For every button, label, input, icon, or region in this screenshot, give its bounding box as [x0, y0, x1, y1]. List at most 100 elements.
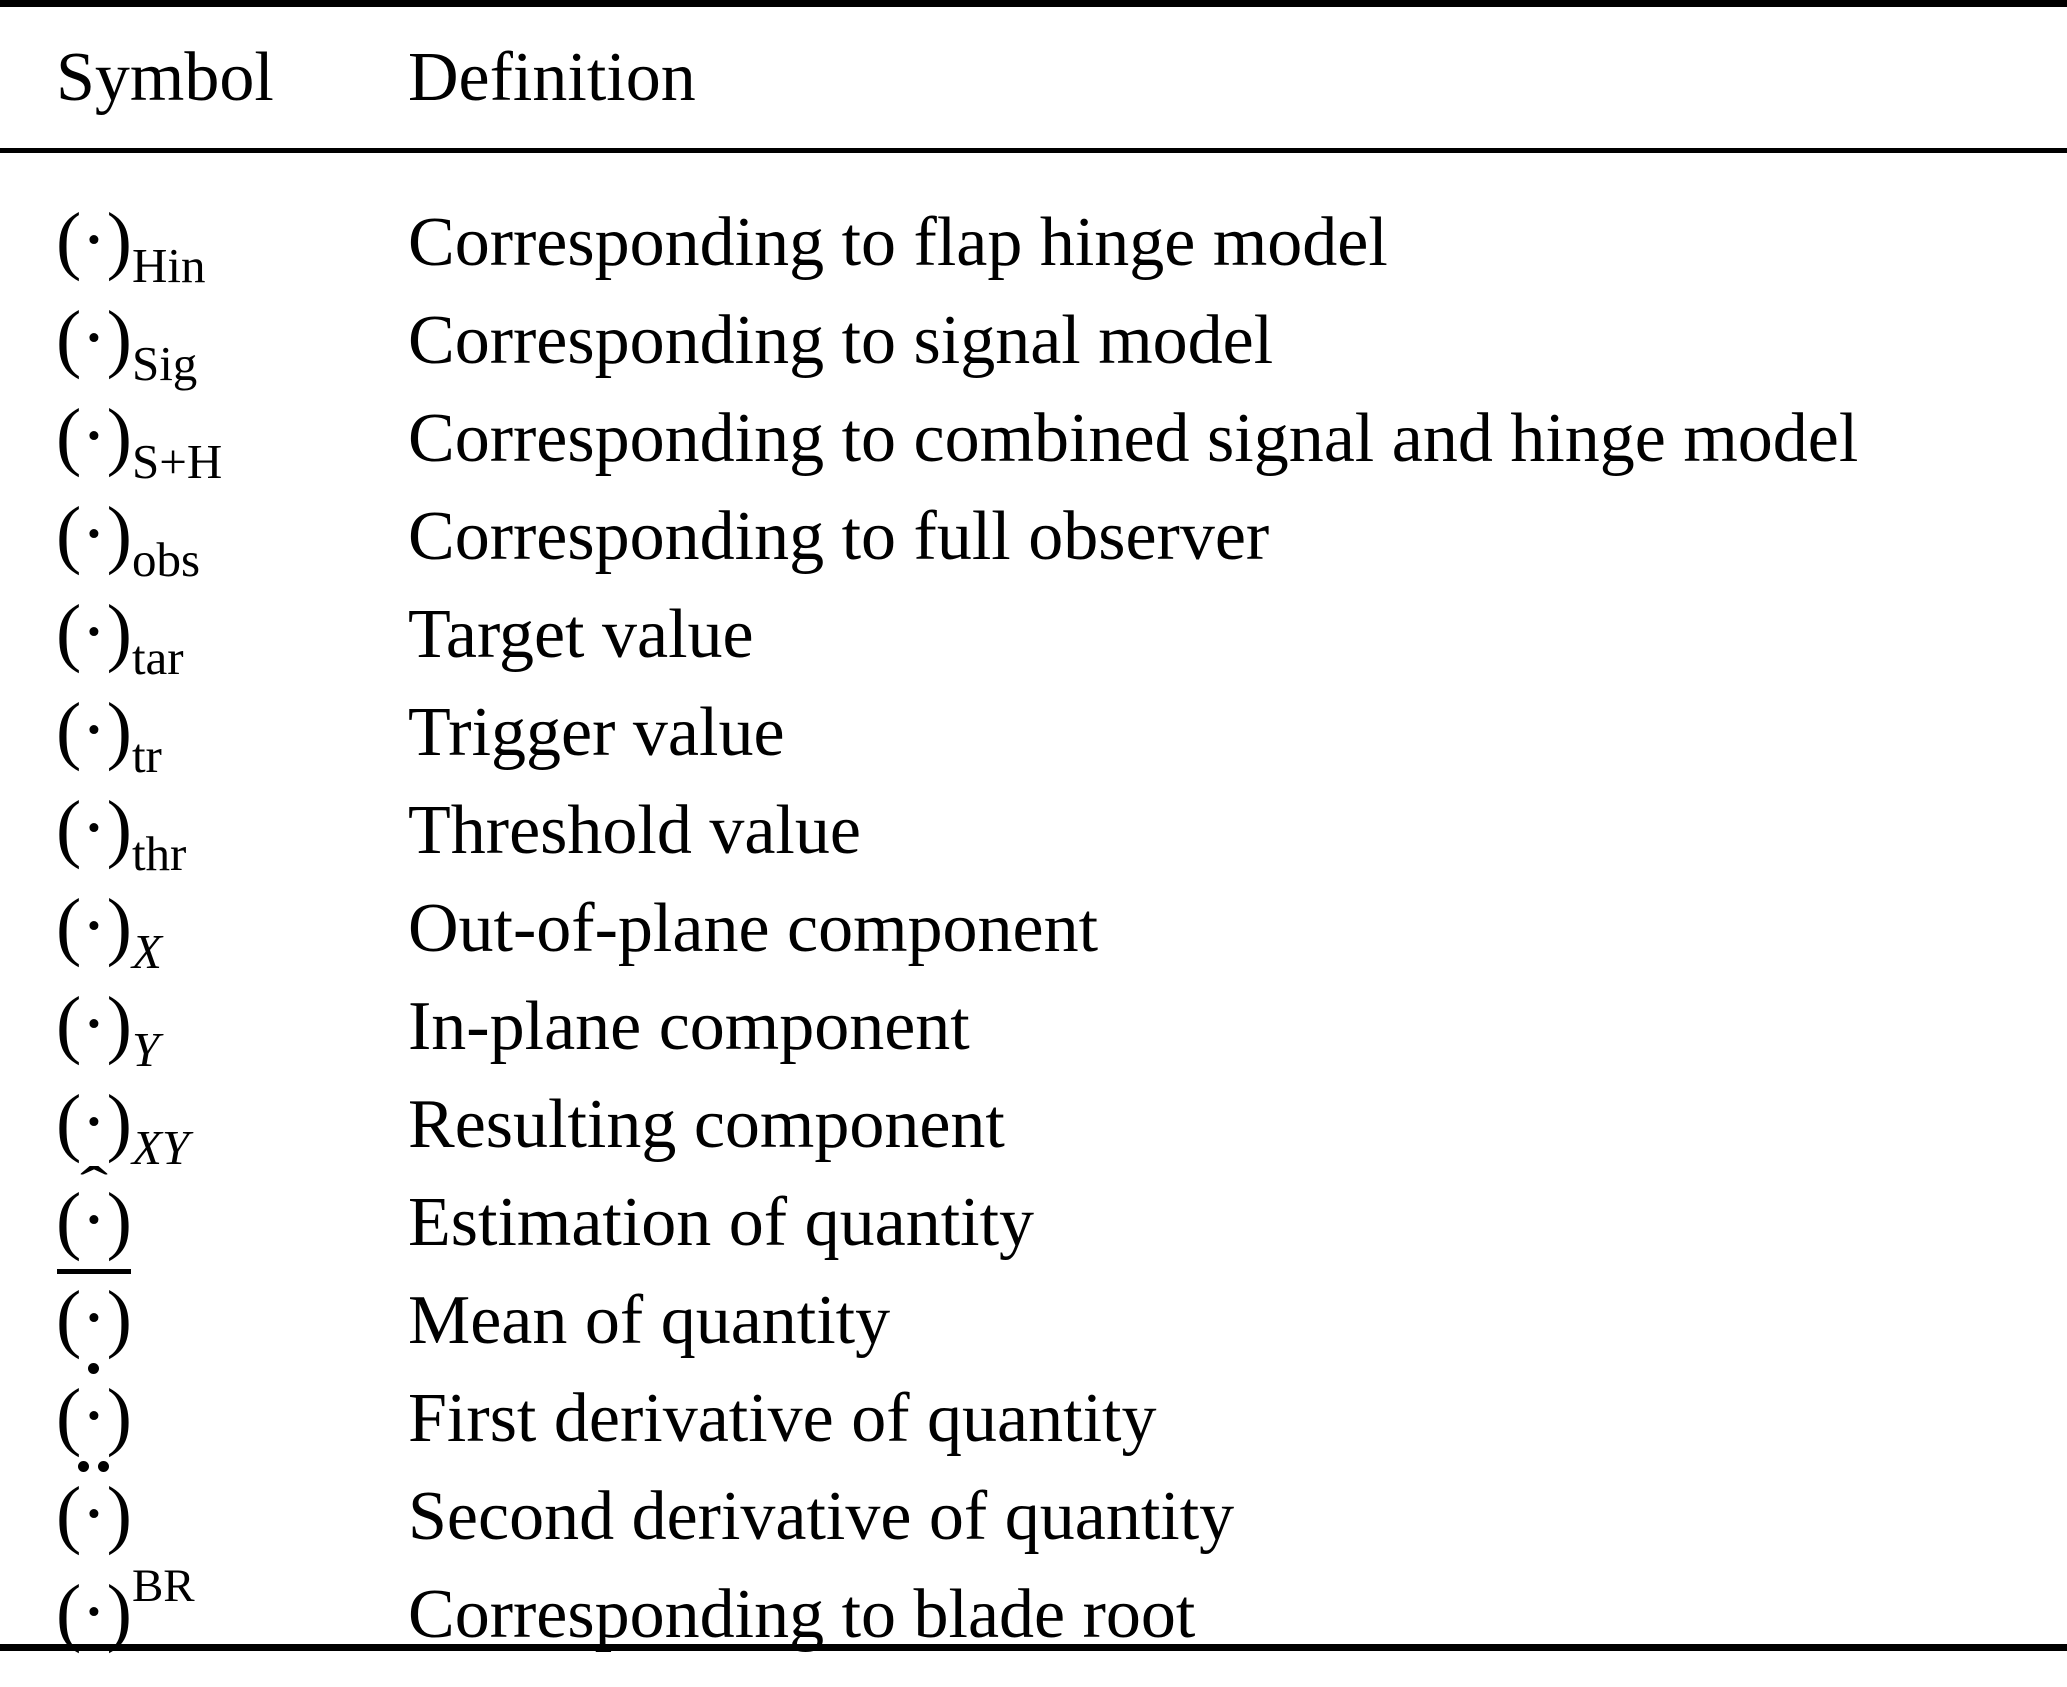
symbol-cell: (·)Hin	[0, 165, 408, 315]
symbol-cell: (·)Y	[0, 949, 408, 1099]
symbol-superscript: BR	[131, 1560, 195, 1612]
definition-cell: Corresponding to blade root	[408, 1576, 1196, 1653]
symbol-subscript: XY	[131, 1120, 190, 1175]
table-row: (·)Hin Corresponding to flap hinge model	[0, 165, 2067, 293]
symbol-cell: (·)tar	[0, 557, 408, 707]
table-row: (·)thr Threshold value	[0, 753, 2067, 881]
symbol-base: (·)	[56, 492, 132, 576]
table-top-rule	[0, 0, 2067, 7]
definition-cell: Out-of-plane component	[408, 890, 1099, 967]
table-row: (·)Sig Corresponding to signal model	[0, 263, 2067, 391]
math-symbol: (·)Y	[56, 982, 159, 1077]
symbol-subscript: X	[131, 924, 162, 979]
symbol-base: (·)	[56, 688, 132, 772]
symbol-base: (·)	[56, 590, 132, 674]
math-symbol: (·)	[56, 1461, 132, 1556]
symbol-core: (·)	[56, 289, 132, 390]
definition-cell: Corresponding to combined signal and hin…	[408, 400, 1859, 477]
symbol-base: (·)	[56, 786, 132, 870]
symbol-subscript: Hin	[131, 238, 206, 293]
math-symbol: (·)	[56, 1178, 132, 1262]
symbol-cell: (·)BR	[0, 1537, 408, 1687]
math-symbol: (·)XY	[56, 1080, 189, 1175]
symbol-core: (·)	[56, 1073, 132, 1174]
symbol-core: (·)	[56, 1461, 132, 1566]
symbol-base: (·)	[56, 394, 132, 478]
definition-column-header: Definition	[408, 38, 696, 116]
symbol-cell: (·)obs	[0, 459, 408, 609]
symbol-column-header: Symbol	[56, 38, 274, 116]
symbol-subscript: Y	[131, 1022, 160, 1077]
symbol-base: (·)	[56, 296, 132, 380]
table-row: (·) Mean of quantity	[0, 1243, 2067, 1360]
definition-cell: Corresponding to signal model	[408, 302, 1274, 379]
symbol-base: (·)	[56, 1080, 132, 1164]
definition-cell: Corresponding to flap hinge model	[408, 204, 1388, 281]
table-row: (·)tar Target value	[0, 557, 2067, 685]
symbol-core: (·)	[56, 387, 132, 488]
symbol-base: (·)	[56, 198, 132, 282]
table-bottom-rule	[0, 1644, 2067, 1651]
symbol-core: (·)	[56, 1171, 132, 1272]
symbol-core: (·)	[56, 1563, 132, 1664]
math-symbol: (·)tar	[56, 590, 184, 685]
symbol-cell: (·)	[0, 1341, 408, 1491]
math-symbol: (·)obs	[56, 492, 200, 587]
definition-cell: First derivative of quantity	[408, 1380, 1157, 1457]
table-row: (·) Estimation of quantity	[0, 1145, 2067, 1262]
table-row: (·)XY Resulting component	[0, 1047, 2067, 1175]
math-symbol: (·)tr	[56, 688, 162, 783]
table-row: (·)BR Corresponding to blade root	[0, 1537, 2067, 1654]
symbol-core: (·)	[56, 975, 132, 1076]
symbol-cell: (·)thr	[0, 753, 408, 903]
symbol-subscript: obs	[131, 532, 201, 587]
table-row: (·) Second derivative of quantity	[0, 1439, 2067, 1556]
math-symbol: (·)	[56, 1363, 132, 1458]
table-header-row: Symbol Definition	[0, 7, 2067, 148]
symbol-core: (·)	[56, 191, 132, 292]
symbol-cell: (·)X	[0, 851, 408, 1001]
symbol-subscript: S+H	[131, 434, 223, 489]
symbol-base: (·)	[56, 1472, 132, 1556]
definition-cell: Trigger value	[408, 694, 785, 771]
definition-cell: In-plane component	[408, 988, 970, 1065]
math-symbol: (·)X	[56, 884, 162, 979]
table-header-rule	[0, 148, 2067, 153]
math-symbol: (·)Hin	[56, 198, 205, 293]
definition-cell: Estimation of quantity	[408, 1184, 1035, 1261]
symbol-core: (·)	[56, 779, 132, 880]
math-symbol: (·)Sig	[56, 296, 197, 391]
definition-cell: Second derivative of quantity	[408, 1478, 1235, 1555]
symbol-subscript: tar	[131, 630, 184, 685]
table-row: (·)S+H Corresponding to combined signal …	[0, 361, 2067, 489]
symbol-subscript: tr	[131, 728, 162, 783]
table-row: (·)obs Corresponding to full observer	[0, 459, 2067, 587]
symbol-core: (·)	[56, 877, 132, 978]
table-row: (·)Y In-plane component	[0, 949, 2067, 1077]
symbol-core: (·)	[56, 583, 132, 684]
symbol-core: (·)	[56, 681, 132, 782]
math-symbol: (·)	[56, 1269, 132, 1360]
symbol-cell: (·)	[0, 1439, 408, 1589]
table-row: (·) First derivative of quantity	[0, 1341, 2067, 1458]
table-row: (·)tr Trigger value	[0, 655, 2067, 783]
symbol-core: (·)	[56, 1269, 132, 1370]
symbol-cell: (·)Sig	[0, 263, 408, 413]
symbol-base: (·)	[56, 884, 132, 968]
table-body: (·)Hin Corresponding to flap hinge model…	[0, 165, 2067, 1654]
symbol-base: (·)	[56, 1276, 132, 1360]
symbol-base: (·)	[56, 982, 132, 1066]
symbol-cell: (·)	[0, 1145, 408, 1295]
symbol-cell: (·)XY	[0, 1047, 408, 1197]
symbol-core: (·)	[56, 485, 132, 586]
symbol-base: (·)	[56, 1570, 132, 1654]
symbol-subscript: thr	[131, 826, 187, 881]
symbol-cell: (·)tr	[0, 655, 408, 805]
definition-cell: Mean of quantity	[408, 1282, 891, 1359]
symbol-cell: (·)S+H	[0, 361, 408, 511]
math-symbol: (·)thr	[56, 786, 186, 881]
definition-cell: Target value	[408, 596, 754, 673]
definition-cell: Threshold value	[408, 792, 861, 869]
symbol-base: (·)	[56, 1374, 132, 1458]
definition-cell: Resulting component	[408, 1086, 1005, 1163]
